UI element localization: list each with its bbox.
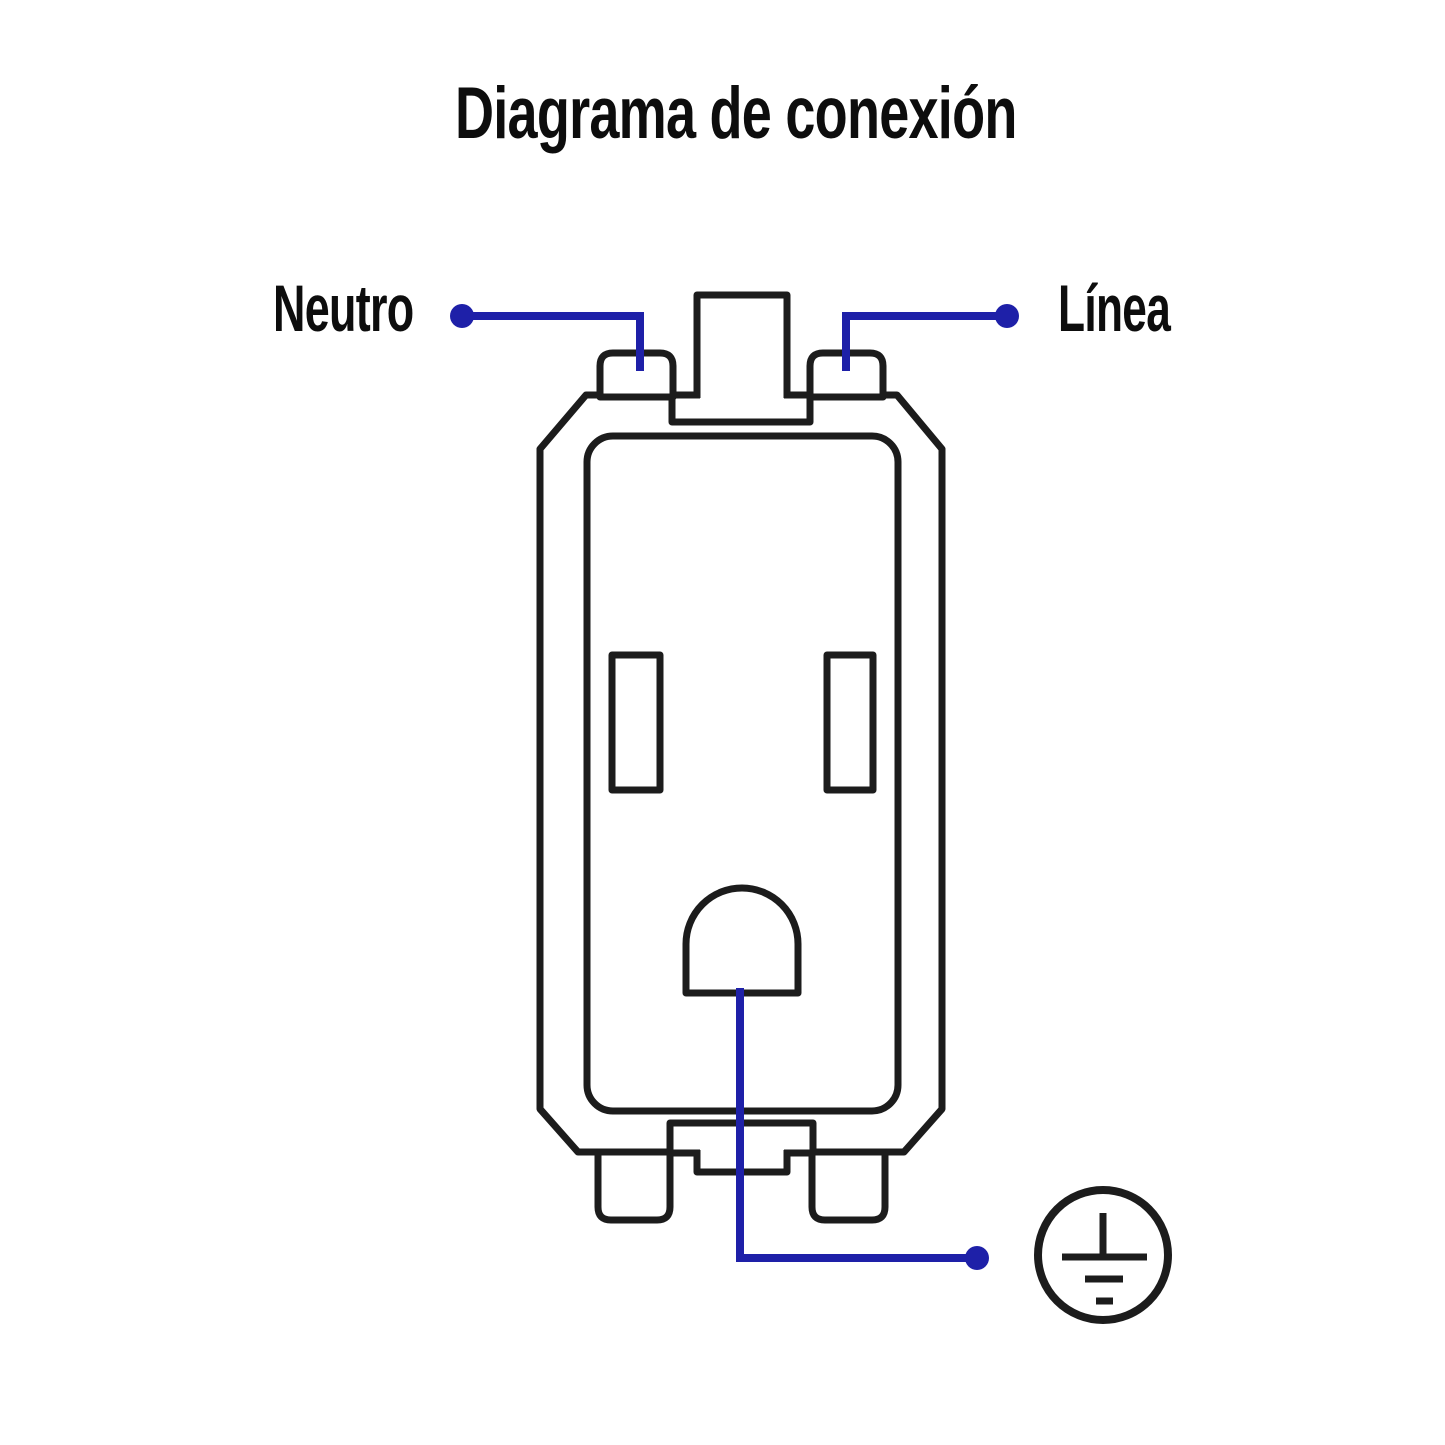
node-dot-neutro (450, 304, 474, 328)
ground-pin-hole (682, 884, 802, 997)
wire-ground (736, 988, 977, 1262)
page-title: Diagrama de conexión (455, 73, 1017, 154)
outlet-top-tab (693, 291, 791, 398)
node-dot-linea (995, 304, 1019, 328)
node-dot-ground (965, 1246, 989, 1270)
screw-terminal-bottom-left (594, 1148, 674, 1224)
screw-terminal-top-right (806, 349, 887, 401)
wire-neutro (462, 312, 644, 371)
label-neutro: Neutro (273, 271, 414, 345)
neutral-slot (608, 651, 664, 794)
ground-symbol-icon (1034, 1186, 1172, 1324)
outlet-body-outline (536, 391, 946, 1156)
line-slot (823, 651, 877, 794)
label-linea: Línea (1058, 271, 1171, 345)
screw-terminal-top-left (596, 349, 677, 401)
outlet-top-tab-fill (700, 298, 784, 415)
wire-linea (842, 312, 1007, 371)
ground-symbol-circle (1034, 1186, 1172, 1324)
screw-terminal-bottom-right (808, 1148, 889, 1224)
